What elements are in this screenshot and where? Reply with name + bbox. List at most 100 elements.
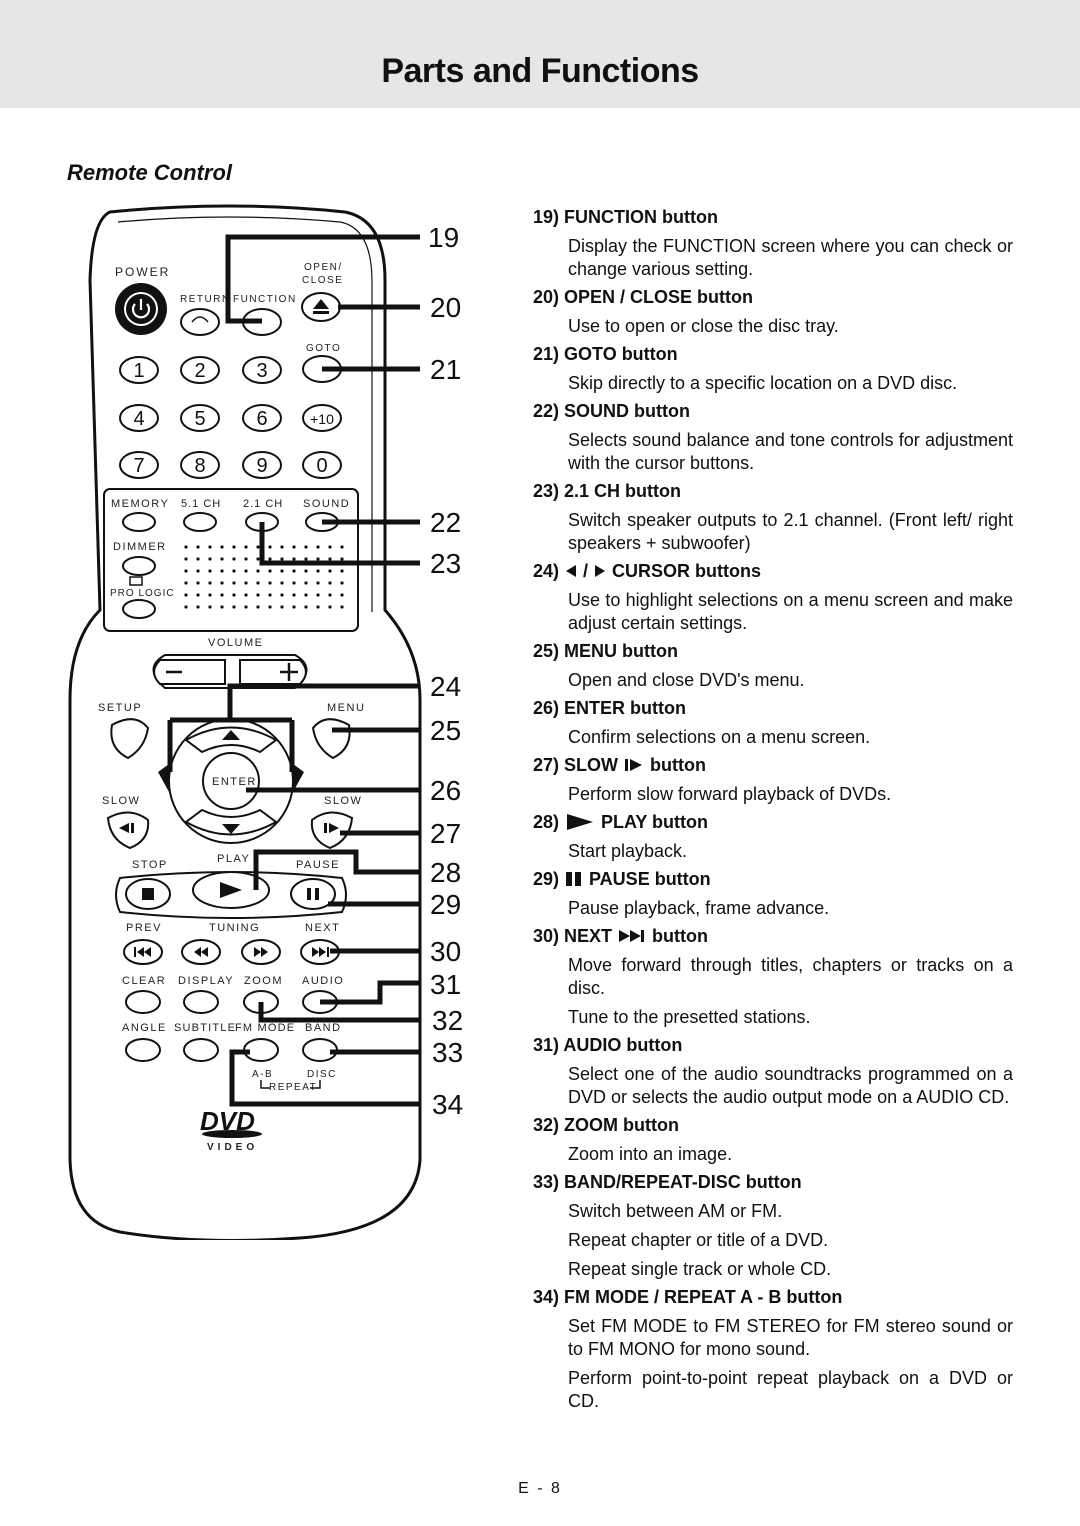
item-title: 24) / CURSOR buttons: [533, 559, 1013, 583]
cursor-left-button[interactable]: [158, 764, 169, 792]
plus10-button[interactable]: +10: [302, 404, 342, 432]
setup-button[interactable]: [110, 718, 150, 760]
video-label: VIDEO: [207, 1142, 258, 1153]
setup-label: SETUP: [98, 702, 142, 714]
display-button[interactable]: [183, 990, 219, 1014]
callout-lines: [167, 234, 420, 1107]
grille-dot: [268, 581, 272, 585]
svg-text:0: 0: [316, 455, 327, 477]
return-button[interactable]: [180, 308, 220, 336]
grille-dot: [220, 569, 224, 573]
cursor-right-button[interactable]: [293, 764, 304, 792]
item-title: 34) FM MODE / REPEAT A - B button: [533, 1287, 843, 1307]
tuning-down-button[interactable]: [181, 939, 221, 965]
cursor-up-button[interactable]: [184, 726, 278, 754]
item-23: 23) 2.1 CH button Switch speaker outputs…: [533, 479, 1013, 555]
next-icon: [619, 930, 645, 942]
item-title: 30) NEXT button: [533, 924, 1013, 948]
item-title: 22) SOUND button: [533, 401, 690, 421]
grille-dot: [268, 545, 272, 549]
left-triangle-icon: [566, 565, 577, 577]
item-title: 33) BAND/REPEAT-DISC button: [533, 1172, 802, 1192]
item-title: 26) ENTER button: [533, 698, 686, 718]
subtitle-button[interactable]: [183, 1038, 219, 1062]
callout-22: 22: [430, 507, 461, 538]
item-title: 31) AUDIO button: [533, 1035, 683, 1055]
prev-label: PREV: [126, 922, 162, 934]
dimmer-button[interactable]: [122, 556, 156, 576]
grille-dot: [208, 593, 212, 597]
callout-27: 27: [430, 818, 461, 849]
prev-button[interactable]: [123, 939, 163, 965]
callout-28: 28: [430, 857, 461, 888]
item-25: 25) MENU button Open and close DVD's men…: [533, 639, 1013, 692]
num-6-button[interactable]: 6: [242, 404, 282, 432]
num-5-button[interactable]: 5: [180, 404, 220, 432]
grille-dot: [304, 581, 308, 585]
cursor-down-button[interactable]: [184, 808, 278, 836]
grille-dot: [280, 593, 284, 597]
num-2-button[interactable]: 2: [180, 356, 220, 384]
repeat-bracket: [260, 1080, 321, 1089]
num-3-button[interactable]: 3: [242, 356, 282, 384]
enter-button[interactable]: [202, 752, 260, 810]
right-triangle-icon: [595, 565, 606, 577]
angle-label: ANGLE: [122, 1022, 167, 1034]
callout-24: 24: [430, 671, 461, 702]
num-1-button[interactable]: 1: [119, 356, 159, 384]
svg-text:6: 6: [256, 408, 267, 430]
stop-button[interactable]: [125, 878, 171, 910]
num-0-button[interactable]: 0: [302, 451, 342, 479]
item-27: 27) SLOW button Perform slow forward pla…: [533, 753, 1013, 806]
num-4-button[interactable]: 4: [119, 404, 159, 432]
tuning-up-button[interactable]: [241, 939, 281, 965]
power-button[interactable]: [115, 283, 167, 335]
pause-button[interactable]: [290, 878, 336, 910]
svg-text:4: 4: [133, 408, 144, 430]
callout-33: 33: [432, 1037, 463, 1068]
item-desc: Perform point-to-point repeat playback o…: [568, 1368, 1013, 1411]
subtitle-label: SUBTITLE: [174, 1022, 236, 1034]
menu-label: MENU: [327, 702, 365, 714]
grille-dot: [184, 569, 188, 573]
grille-dot: [256, 593, 260, 597]
clear-button[interactable]: [125, 990, 161, 1014]
pro-logic-button[interactable]: [122, 599, 156, 619]
memory-button[interactable]: [122, 512, 156, 532]
item-33: 33) BAND/REPEAT-DISC button Switch betwe…: [533, 1170, 1013, 1281]
open-close-button[interactable]: [301, 292, 341, 322]
volume-up-button[interactable]: [239, 659, 307, 685]
slow-reverse-button[interactable]: [106, 811, 150, 850]
num-7-button[interactable]: 7: [119, 451, 159, 479]
angle-button[interactable]: [125, 1038, 161, 1062]
item-19: 19) FUNCTION button Display the FUNCTION…: [533, 205, 1013, 281]
grille-dot: [328, 593, 332, 597]
slow-forward-button[interactable]: [310, 811, 354, 850]
callout-30: 30: [430, 936, 461, 967]
grille-dot: [268, 569, 272, 573]
grille-dot: [292, 593, 296, 597]
grille-dot: [328, 581, 332, 585]
num-9-button[interactable]: 9: [242, 451, 282, 479]
play-button[interactable]: [192, 871, 270, 909]
volume-down-button[interactable]: [153, 659, 226, 685]
grille-dot: [316, 569, 320, 573]
num-8-button[interactable]: 8: [180, 451, 220, 479]
item-desc: Switch between AM or FM.: [568, 1201, 783, 1221]
item-title: 29) PAUSE button: [533, 867, 1013, 891]
ch51-button[interactable]: [183, 512, 217, 532]
item-number: 30) NEXT: [533, 926, 613, 946]
item-34: 34) FM MODE / REPEAT A - B button Set FM…: [533, 1285, 1013, 1413]
audio-label: AUDIO: [302, 975, 344, 987]
item-desc: Skip directly to a specific location on …: [568, 373, 958, 393]
grille-dot: [196, 605, 200, 609]
display-label: DISPLAY: [178, 975, 234, 987]
item-21: 21) GOTO button Skip directly to a speci…: [533, 342, 1013, 395]
svg-text:7: 7: [133, 455, 144, 477]
item-desc: Use to open or close the disc tray.: [568, 316, 839, 336]
grille-dot: [304, 593, 308, 597]
slow-right-label: SLOW: [324, 795, 362, 807]
next-label: NEXT: [305, 922, 340, 934]
dvd-logo-disc: [202, 1130, 262, 1138]
grille-dot: [292, 557, 296, 561]
